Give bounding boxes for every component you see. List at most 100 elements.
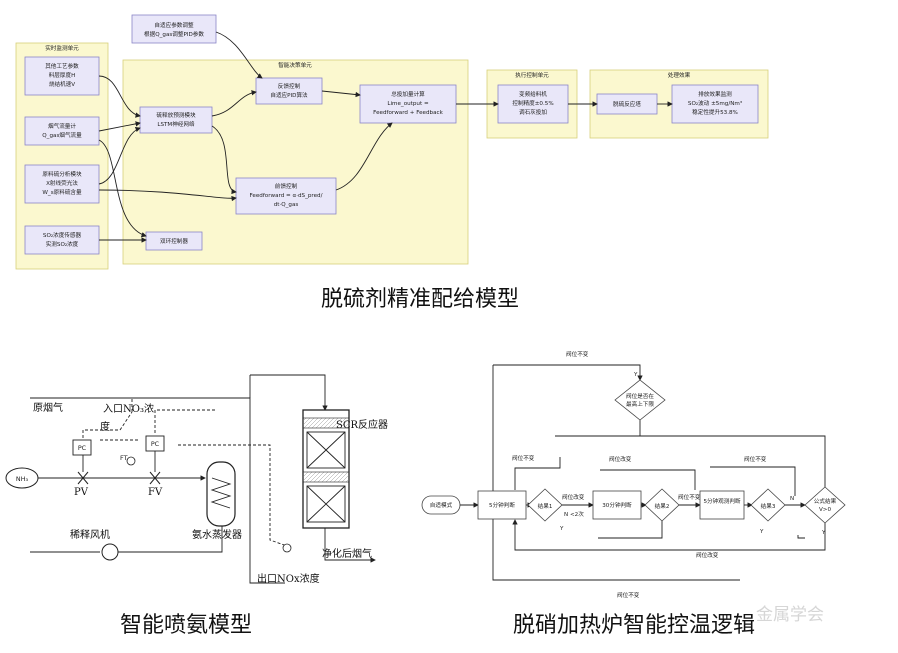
pv-label: PV [74,487,89,498]
svg-text:W_s原料硫含量: W_s原料硫含量 [42,188,82,196]
svg-text:烟气流量计: 烟气流量计 [48,122,76,130]
node-emission-result [671,84,759,124]
ammonia-evaporator [206,461,236,527]
svg-text:结果3: 结果3 [761,502,776,510]
node-judge-5min-observe [699,490,745,520]
svg-text:阀位不变: 阀位不变 [744,455,767,463]
svg-text:阀位改变: 阀位改变 [562,493,585,501]
svg-text:5分钟判断: 5分钟判断 [489,501,515,509]
dilution-fan-icon [101,543,119,561]
top-connectors [98,31,673,243]
dilution-fan-label: 稀释风机 [70,528,110,541]
svg-text:结果1: 结果1 [538,502,553,510]
node-lstm [139,106,213,134]
clean-flue-label: 净化后烟气 [322,547,372,560]
svg-text:烧结机速V: 烧结机速V [49,80,75,88]
zone-decision-title: 智能决策单元 [278,61,312,69]
zone-execute-title: 执行控制单元 [515,71,549,79]
caption-heating: 脱硝加热炉智能控温逻辑 [513,613,755,638]
evaporator-label: 氨水蒸发器 [192,528,242,541]
nh3-source [5,467,39,489]
svg-text:阀位不变: 阀位不变 [512,454,535,462]
svg-text:反馈控制: 反馈控制 [278,82,301,90]
svg-text:NH₃: NH₃ [16,475,29,483]
pc-controller-1 [72,439,92,456]
svg-text:LSTM神经网络: LSTM神经网络 [157,120,195,128]
svg-text:实测SO₂浓度: 实测SO₂浓度 [46,240,79,248]
svg-text:Y: Y [821,530,826,536]
node-so2-sensor [24,225,100,255]
svg-text:排放效果监测: 排放效果监测 [698,90,732,98]
svg-text:5分钟观测判断: 5分钟观测判断 [703,497,741,505]
node-adaptive-params [131,14,217,44]
decision-result-3 [750,488,786,522]
svg-text:阀位是否在: 阀位是否在 [626,392,654,400]
svg-text:自适应参数调整: 自适应参数调整 [154,21,194,29]
inlet-nox-label: 入口NO₃浓 [103,403,154,415]
svg-text:阀位不变: 阀位不变 [617,591,640,599]
svg-text:料层厚度H: 料层厚度H [49,71,76,79]
fv-valve-icon [149,471,161,485]
fv-label: FV [148,487,163,498]
caption-desulfurization: 脱硫剂精准配给模型 [321,287,519,312]
ft-sensor [126,456,136,466]
svg-text:SO₂浓度传感器: SO₂浓度传感器 [43,231,82,239]
heating-control-diagram: 阀位不变 Y 阀位不变 阀位改变 阀位不变 阀位改变 阀位不变 阀位是否在 最高… [421,350,846,638]
svg-text:双环控制器: 双环控制器 [160,237,188,245]
svg-text:控制精度±0.5%: 控制精度±0.5% [512,99,553,107]
node-flue-meter [24,116,100,146]
svg-text:SO₂波动 ±5mg/Nm³: SO₂波动 ±5mg/Nm³ [688,99,742,107]
svg-text:脱硫反应塔: 脱硫反应塔 [613,100,641,108]
decision-result-2 [644,488,680,522]
svg-text:阀位改变: 阀位改变 [696,551,719,559]
svg-text:Q_gas烟气流量: Q_gas烟气流量 [42,131,82,139]
svg-text:Y: Y [633,372,638,378]
svg-text:N: N [564,512,568,518]
svg-text:硫释放预测模块: 硫释放预测模块 [156,111,196,119]
svg-text:Lime_output =: Lime_output = [387,101,429,107]
node-judge-30min [592,490,642,520]
watermark: 金属学会 [756,605,824,625]
svg-text:变频给料机: 变频给料机 [519,90,547,98]
svg-text:Y: Y [759,529,764,535]
caption-ammonia: 智能喷氨模型 [120,613,252,638]
svg-text:<2次: <2次 [570,510,584,518]
svg-text:稳定性提升53.8%: 稳定性提升53.8% [692,108,738,116]
svg-text:阀位改变: 阀位改变 [609,455,632,463]
svg-text:调石灰投加: 调石灰投加 [519,108,547,116]
scr-reactor [302,409,350,529]
svg-text:PC: PC [78,444,87,452]
svg-text:结果2: 结果2 [655,502,670,510]
svg-text:根据Q_gas调整PID参数: 根据Q_gas调整PID参数 [144,30,204,38]
svg-text:自适应PID算法: 自适应PID算法 [270,91,308,99]
zone-monitor-title: 实时监测单元 [45,44,79,52]
node-judge-5min [477,490,527,520]
decision-result-1 [527,488,563,522]
svg-text:自适模式: 自适模式 [430,501,453,509]
desulfurization-model-diagram: 实时监测单元 智能决策单元 执行控制单元 处理效果 自适应参数调整 根据Q_ga… [15,14,769,312]
node-process-params [24,56,100,96]
svg-text:公式结果: 公式结果 [814,497,837,505]
svg-text:其他工艺参数: 其他工艺参数 [45,62,79,70]
outlet-nox-label: 出口NOx浓度 [257,572,320,585]
svg-text:Feedforward = α·dS_pred/: Feedforward = α·dS_pred/ [249,193,322,199]
svg-text:FT: FT [120,454,128,462]
decision-formula [804,486,846,524]
node-raw-analysis [24,164,100,204]
svg-text:Y: Y [559,526,564,532]
svg-text:30分钟判断: 30分钟判断 [602,501,632,509]
svg-text:PC: PC [151,440,160,448]
raw-flue-label: 原烟气 [33,401,63,414]
decision-valve-limit [614,379,666,421]
svg-text:V>0: V>0 [819,507,832,513]
scr-label: SCR反应器 [336,418,388,431]
svg-text:度: 度 [100,420,110,433]
label-valve-keep-top: 阀位不变 [566,350,589,358]
svg-text:前馈控制: 前馈控制 [275,182,298,190]
svg-text:阀位不变: 阀位不变 [678,493,701,501]
pv-valve-icon [77,471,89,485]
svg-text:Feedforward + Feedback: Feedforward + Feedback [373,110,443,116]
node-total-dose [359,84,457,124]
zone-effect-title: 处理效果 [668,71,691,79]
